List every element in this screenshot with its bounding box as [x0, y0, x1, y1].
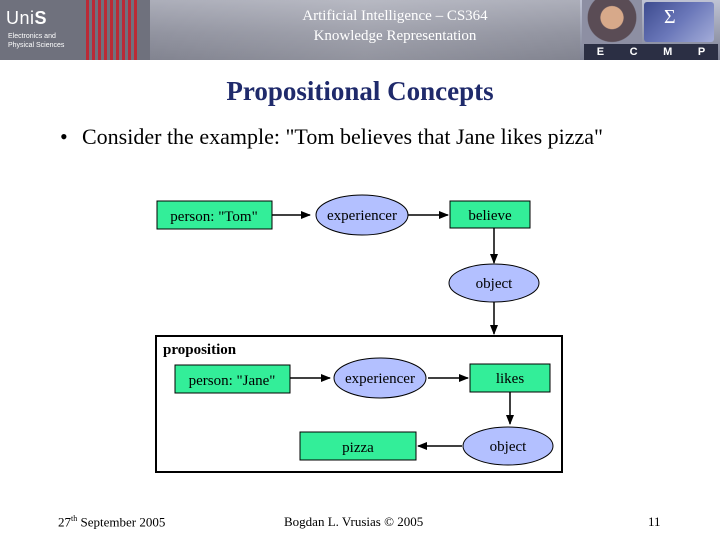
concept-believe	[449, 200, 531, 229]
ecmp-letter-e: E	[596, 46, 605, 58]
header-banner: UniS Electronics and Physical Sciences A…	[0, 0, 720, 60]
course-title-line2: Knowledge Representation	[313, 28, 477, 44]
slide-title: Propositional Concepts	[226, 76, 494, 106]
slide-number: 11	[648, 514, 661, 529]
footer-date-suffix: th	[71, 514, 78, 523]
relation-object-top	[448, 263, 540, 303]
banner-swoosh	[150, 0, 580, 60]
math-graphic	[644, 2, 714, 42]
relation-object-top-label: object	[476, 276, 513, 292]
student-photo	[582, 0, 642, 44]
concept-person-tom	[156, 200, 273, 230]
footer-author: Bogdan L. Vrusias © 2005	[284, 514, 424, 529]
bullet-icon: •	[60, 124, 68, 149]
concept-person-tom-label: person: "Tom"	[170, 209, 257, 225]
concept-likes-label: likes	[496, 371, 524, 387]
bullet-text: Consider the example: "Tom believes that…	[82, 124, 604, 149]
footer-date-day: 27	[58, 514, 71, 530]
relation-experiencer-bottom-label: experiencer	[345, 371, 415, 387]
relation-object-bottom-label: object	[490, 439, 527, 455]
unis-logo: UniS Electronics and Physical Sciences	[0, 0, 150, 60]
footer-date-rest: September 2005	[77, 514, 166, 530]
logo-dept-line1: Electronics and	[8, 33, 56, 40]
course-title: Artificial Intelligence – CS364 Knowledg…	[215, 6, 575, 46]
logo-dept-line2: Physical Sciences	[8, 42, 65, 49]
sigma-icon: Σ	[664, 6, 676, 28]
course-title-line1: Artificial Intelligence – CS364	[302, 8, 488, 24]
logo-uni-text: Uni	[6, 8, 35, 28]
ecmp-letter-c: C	[629, 46, 638, 58]
footer-date: 27th September 2005	[58, 514, 165, 530]
concept-pizza	[299, 431, 417, 461]
ecmp-letter-m: M	[663, 46, 673, 58]
concept-pizza-label: pizza	[342, 440, 374, 456]
logo-stripe-decoration	[86, 0, 140, 60]
ecmp-letters: E C M P	[584, 44, 718, 60]
logo-department: Electronics and Physical Sciences	[8, 32, 138, 50]
concept-person-jane	[174, 364, 291, 394]
relation-experiencer-bottom	[333, 357, 427, 399]
logo-s-text: S	[34, 8, 48, 28]
proposition-label: proposition	[163, 342, 237, 358]
concept-likes	[469, 363, 551, 393]
relation-experiencer-top	[315, 194, 409, 236]
relation-object-bottom	[462, 426, 554, 466]
concept-believe-label: believe	[468, 208, 512, 224]
ecmp-letter-p: P	[697, 46, 706, 58]
concept-person-jane-label: person: "Jane"	[189, 373, 276, 389]
relation-experiencer-top-label: experiencer	[327, 208, 397, 224]
bullet-point: • Consider the example: "Tom believes tha…	[60, 124, 603, 150]
